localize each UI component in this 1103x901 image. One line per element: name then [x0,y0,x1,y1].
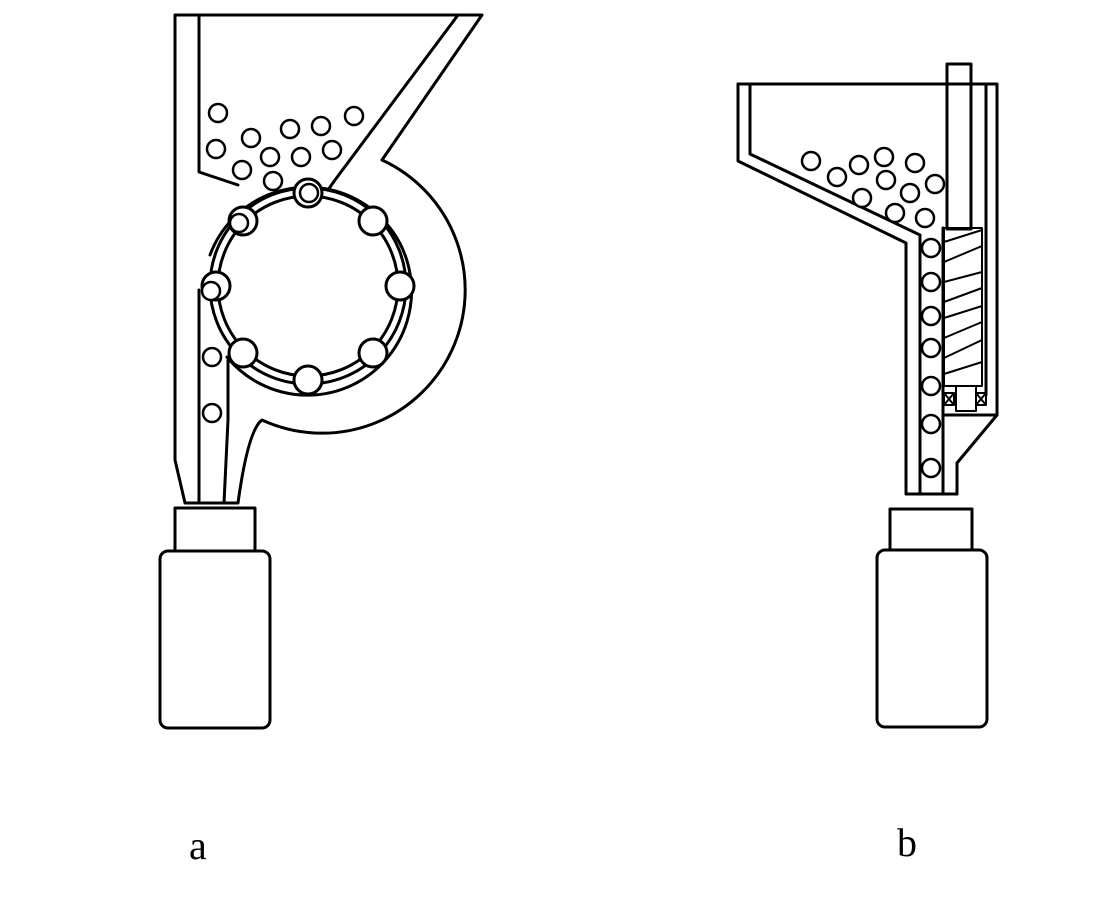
ball [228,212,250,234]
panel-b-bearing-marks [943,392,987,406]
ball [205,138,227,160]
panel-b-diagram [736,62,999,729]
ball [920,457,942,479]
panel-b-hopper-outer [736,82,999,397]
panel-b-lower-funnel [955,393,999,496]
ball [920,237,942,259]
ball [310,115,332,137]
ball [920,337,942,359]
panel-b-screw-threads [943,229,983,375]
ball [200,280,222,302]
ball [259,146,281,168]
panel-a-rotor-pocket [292,364,324,396]
panel-a-rotor-pocket [227,337,259,369]
panel-b-hopper-inner [748,82,922,496]
ball [240,127,262,149]
panel-a-label: a [189,823,207,868]
ball [924,173,946,195]
ball [875,169,897,191]
ball [201,346,223,368]
panel-b-bottle [875,507,989,729]
panel-b-screw-shaft [945,62,973,231]
panel-a-channel-right [222,358,230,505]
ball [321,139,343,161]
ball [279,118,301,140]
ball [826,166,848,188]
ball [262,170,284,192]
panel-a-rotor-pocket [357,205,389,237]
panel-b-bearing-block [955,385,977,412]
ball [231,159,253,181]
ball [800,150,822,172]
panel-a-rotor [200,177,416,396]
ball [851,187,873,209]
panel-a-hopper-inner-left [197,13,240,187]
ball [873,146,895,168]
panel-b-balls [800,146,946,479]
ball [920,305,942,327]
panel-a-bottle-neck [173,506,257,553]
panel-a-bottle-body [158,549,272,730]
panel-b-bottle-neck [888,507,974,552]
ball [343,105,365,127]
ball [899,182,921,204]
panel-b-screw [943,227,983,387]
panel-a-bottle [158,506,272,730]
ball [920,413,942,435]
ball [848,154,870,176]
ball [290,146,312,168]
panel-a-housing-outer [173,13,484,505]
ball [201,402,223,424]
ball [298,182,320,204]
panel-b-bearing [943,385,987,412]
panel-a-rotor-pocket [384,270,416,302]
panel-b-label: b [897,820,917,865]
ball [884,202,906,224]
ball [920,271,942,293]
panel-b-bearing-left [943,392,955,406]
panel-a-rotor-pocket [357,337,389,369]
ball [920,375,942,397]
ball [904,152,926,174]
panel-b-bottle-body [875,548,989,729]
ball [207,102,229,124]
panel-b-bearing-right [975,392,987,406]
panel-a-diagram [158,13,484,730]
ball [914,207,936,229]
panel-a-hopper-inner-right [326,13,460,192]
panel-a-balls [200,102,365,424]
